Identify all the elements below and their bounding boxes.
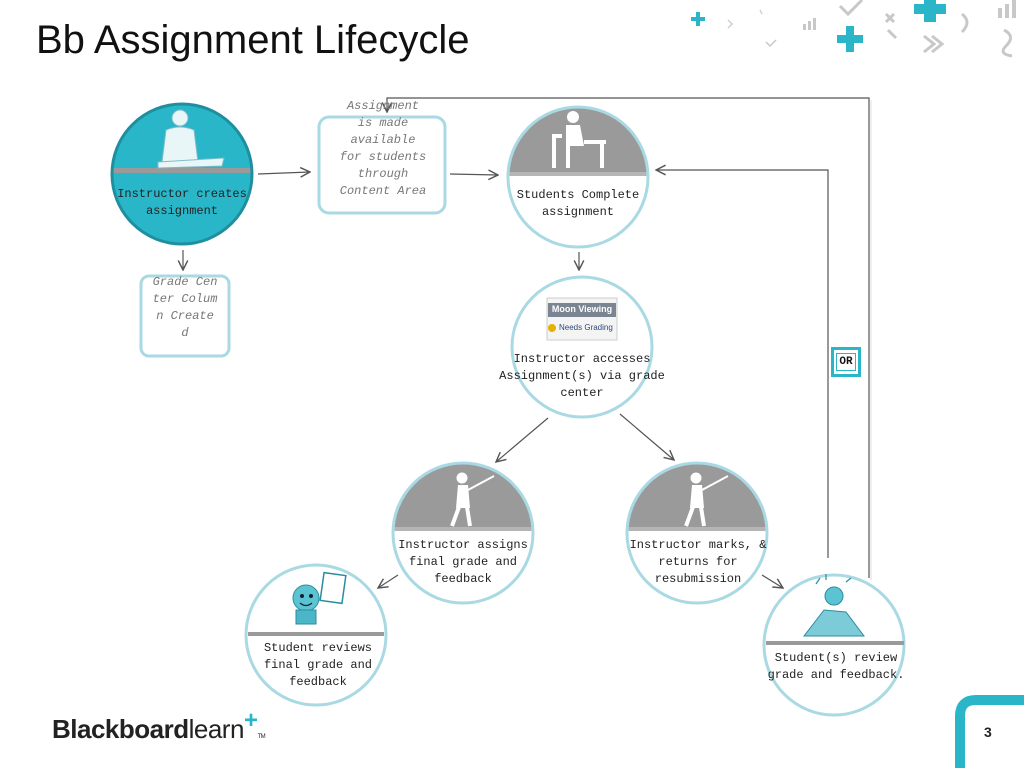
assigns-final-circle <box>391 461 535 605</box>
grade-center-box <box>139 274 231 358</box>
plus-icon <box>914 0 946 22</box>
instructor-creates-circle <box>110 102 254 246</box>
thumbnail-badge: Needs Grading <box>559 323 613 332</box>
grade-center-label: Grade Center Column Create d <box>152 275 218 340</box>
marks-returns-label: Instructor marks, & returns for resubmis… <box>629 538 767 586</box>
student-certificate-icon <box>292 571 347 625</box>
students-review-label: Student(s) review grade and feedback. <box>767 651 905 682</box>
stressed-student-icon <box>802 574 865 637</box>
chevron-icon <box>923 34 945 54</box>
grade-center-thumbnail <box>546 297 618 341</box>
brand-light: learn <box>188 714 245 744</box>
thumbnail-header: Moon Viewing <box>551 304 613 314</box>
pointer-figure-icon <box>684 472 729 527</box>
chevron-icon <box>960 12 969 34</box>
check-icon <box>838 0 864 17</box>
students-complete-circle <box>506 105 650 249</box>
corner-decoration <box>955 695 1024 768</box>
students-complete-label: Students Complete assignment <box>516 188 640 219</box>
or-box: OR <box>831 347 861 377</box>
made-available-box <box>317 115 447 215</box>
connectors <box>183 97 870 588</box>
signal-icon <box>803 0 1016 30</box>
blackboard-learn-logo: Blackboardlearn+TM <box>52 707 266 745</box>
chevron-icon <box>1001 28 1013 58</box>
student-reviews-final-label: Student reviews final grade and feedback <box>263 641 373 689</box>
assigns-final-label: Instructor assigns final grade and feedb… <box>398 538 528 586</box>
plus-icon <box>691 12 705 26</box>
instructor-accesses-label: Instructor accesses Assignment(s) via gr… <box>499 352 665 400</box>
pointer-figure-icon <box>450 472 495 527</box>
or-label: OR <box>836 353 856 371</box>
page-number: 3 <box>984 724 992 740</box>
decorative-icons <box>691 0 1016 58</box>
instructor-clipart-icon <box>157 109 225 169</box>
student-reviews-final-circle <box>244 563 388 707</box>
chevron-icon <box>884 12 898 40</box>
slide-title: Bb Assignment Lifecycle <box>36 18 470 62</box>
instructor-creates-label: Instructor creates assignment <box>117 187 247 218</box>
made-available-label: Assignment is made available for student… <box>339 99 427 198</box>
plus-icon <box>837 26 863 52</box>
instructor-accesses-circle <box>510 275 654 419</box>
brand-bold: Blackboard <box>52 714 189 744</box>
students-review-circle <box>762 573 906 717</box>
brand-tm: TM <box>257 734 266 740</box>
student-desk-icon <box>552 111 606 168</box>
check-icon <box>765 39 777 48</box>
plus-icon: + <box>243 707 258 734</box>
